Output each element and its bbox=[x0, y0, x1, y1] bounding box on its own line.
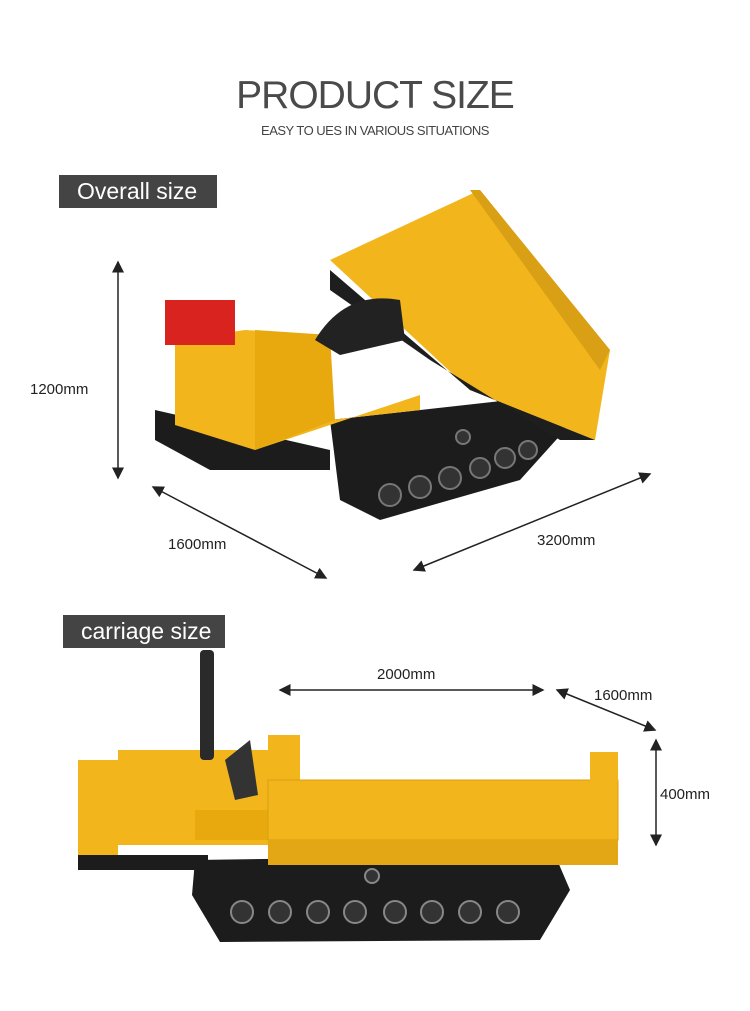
dumper-carriage-image bbox=[78, 650, 619, 942]
dumper-overall-image bbox=[155, 190, 610, 520]
overall-size-tag: Overall size bbox=[59, 175, 217, 208]
page-title: PRODUCT SIZE bbox=[236, 74, 515, 117]
length-arrow bbox=[412, 472, 652, 572]
overall-length-label: 3200mm bbox=[537, 532, 596, 549]
carriage-width-arrow bbox=[555, 688, 657, 732]
carriage-width-label: 1600mm bbox=[594, 687, 653, 704]
carriage-length-label: 2000mm bbox=[377, 666, 436, 683]
carriage-height-label: 400mm bbox=[660, 786, 711, 803]
width-arrow bbox=[151, 486, 328, 579]
carriage-size-tag: carriage size bbox=[63, 615, 225, 648]
overall-width-label: 1600mm bbox=[168, 536, 227, 553]
page-subtitle: EASY TO UES IN VARIOUS SITUATIONS bbox=[261, 123, 489, 138]
overall-height-label: 1200mm bbox=[30, 381, 89, 398]
